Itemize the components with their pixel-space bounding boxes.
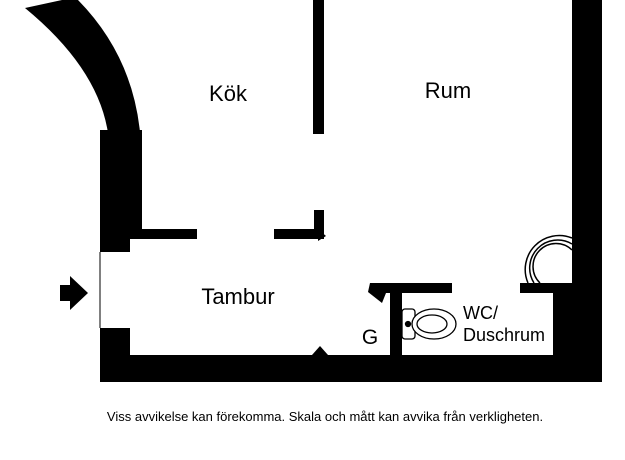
shower-icon xyxy=(524,234,573,284)
bathroom-wall-vertical xyxy=(390,283,402,358)
toilet-icon xyxy=(401,308,457,340)
bathroom-wall-top-right xyxy=(520,283,572,293)
door-marker-bathroom xyxy=(368,283,390,303)
curved-wall xyxy=(25,0,140,133)
door-marker-kitchen xyxy=(318,229,326,241)
kitchen-room-divider xyxy=(313,0,324,134)
kitchen-label: Kök xyxy=(209,81,248,106)
bathroom-label-line1: WC/ xyxy=(463,303,498,323)
kitchen-partition-left xyxy=(130,229,197,239)
kitchen-partition-right xyxy=(274,229,324,239)
bathroom-wall-right xyxy=(553,283,572,358)
entrance-arrow-icon xyxy=(60,276,88,310)
left-wall-upper-inner xyxy=(130,130,142,230)
bathroom-label-line2: Duschrum xyxy=(463,325,545,345)
wardrobe-label: G xyxy=(362,326,378,349)
hall-label: Tambur xyxy=(201,284,274,309)
bathroom-wall-top-left xyxy=(370,283,452,293)
room-label: Rum xyxy=(425,78,471,103)
bottom-wall xyxy=(100,355,602,382)
right-wall xyxy=(572,0,602,382)
disclaimer-text: Viss avvikelse kan förekomma. Skala och … xyxy=(106,409,544,424)
left-wall-upper xyxy=(100,130,130,252)
kitchen-partition-post xyxy=(314,210,324,239)
door-marker-hall xyxy=(312,346,328,355)
